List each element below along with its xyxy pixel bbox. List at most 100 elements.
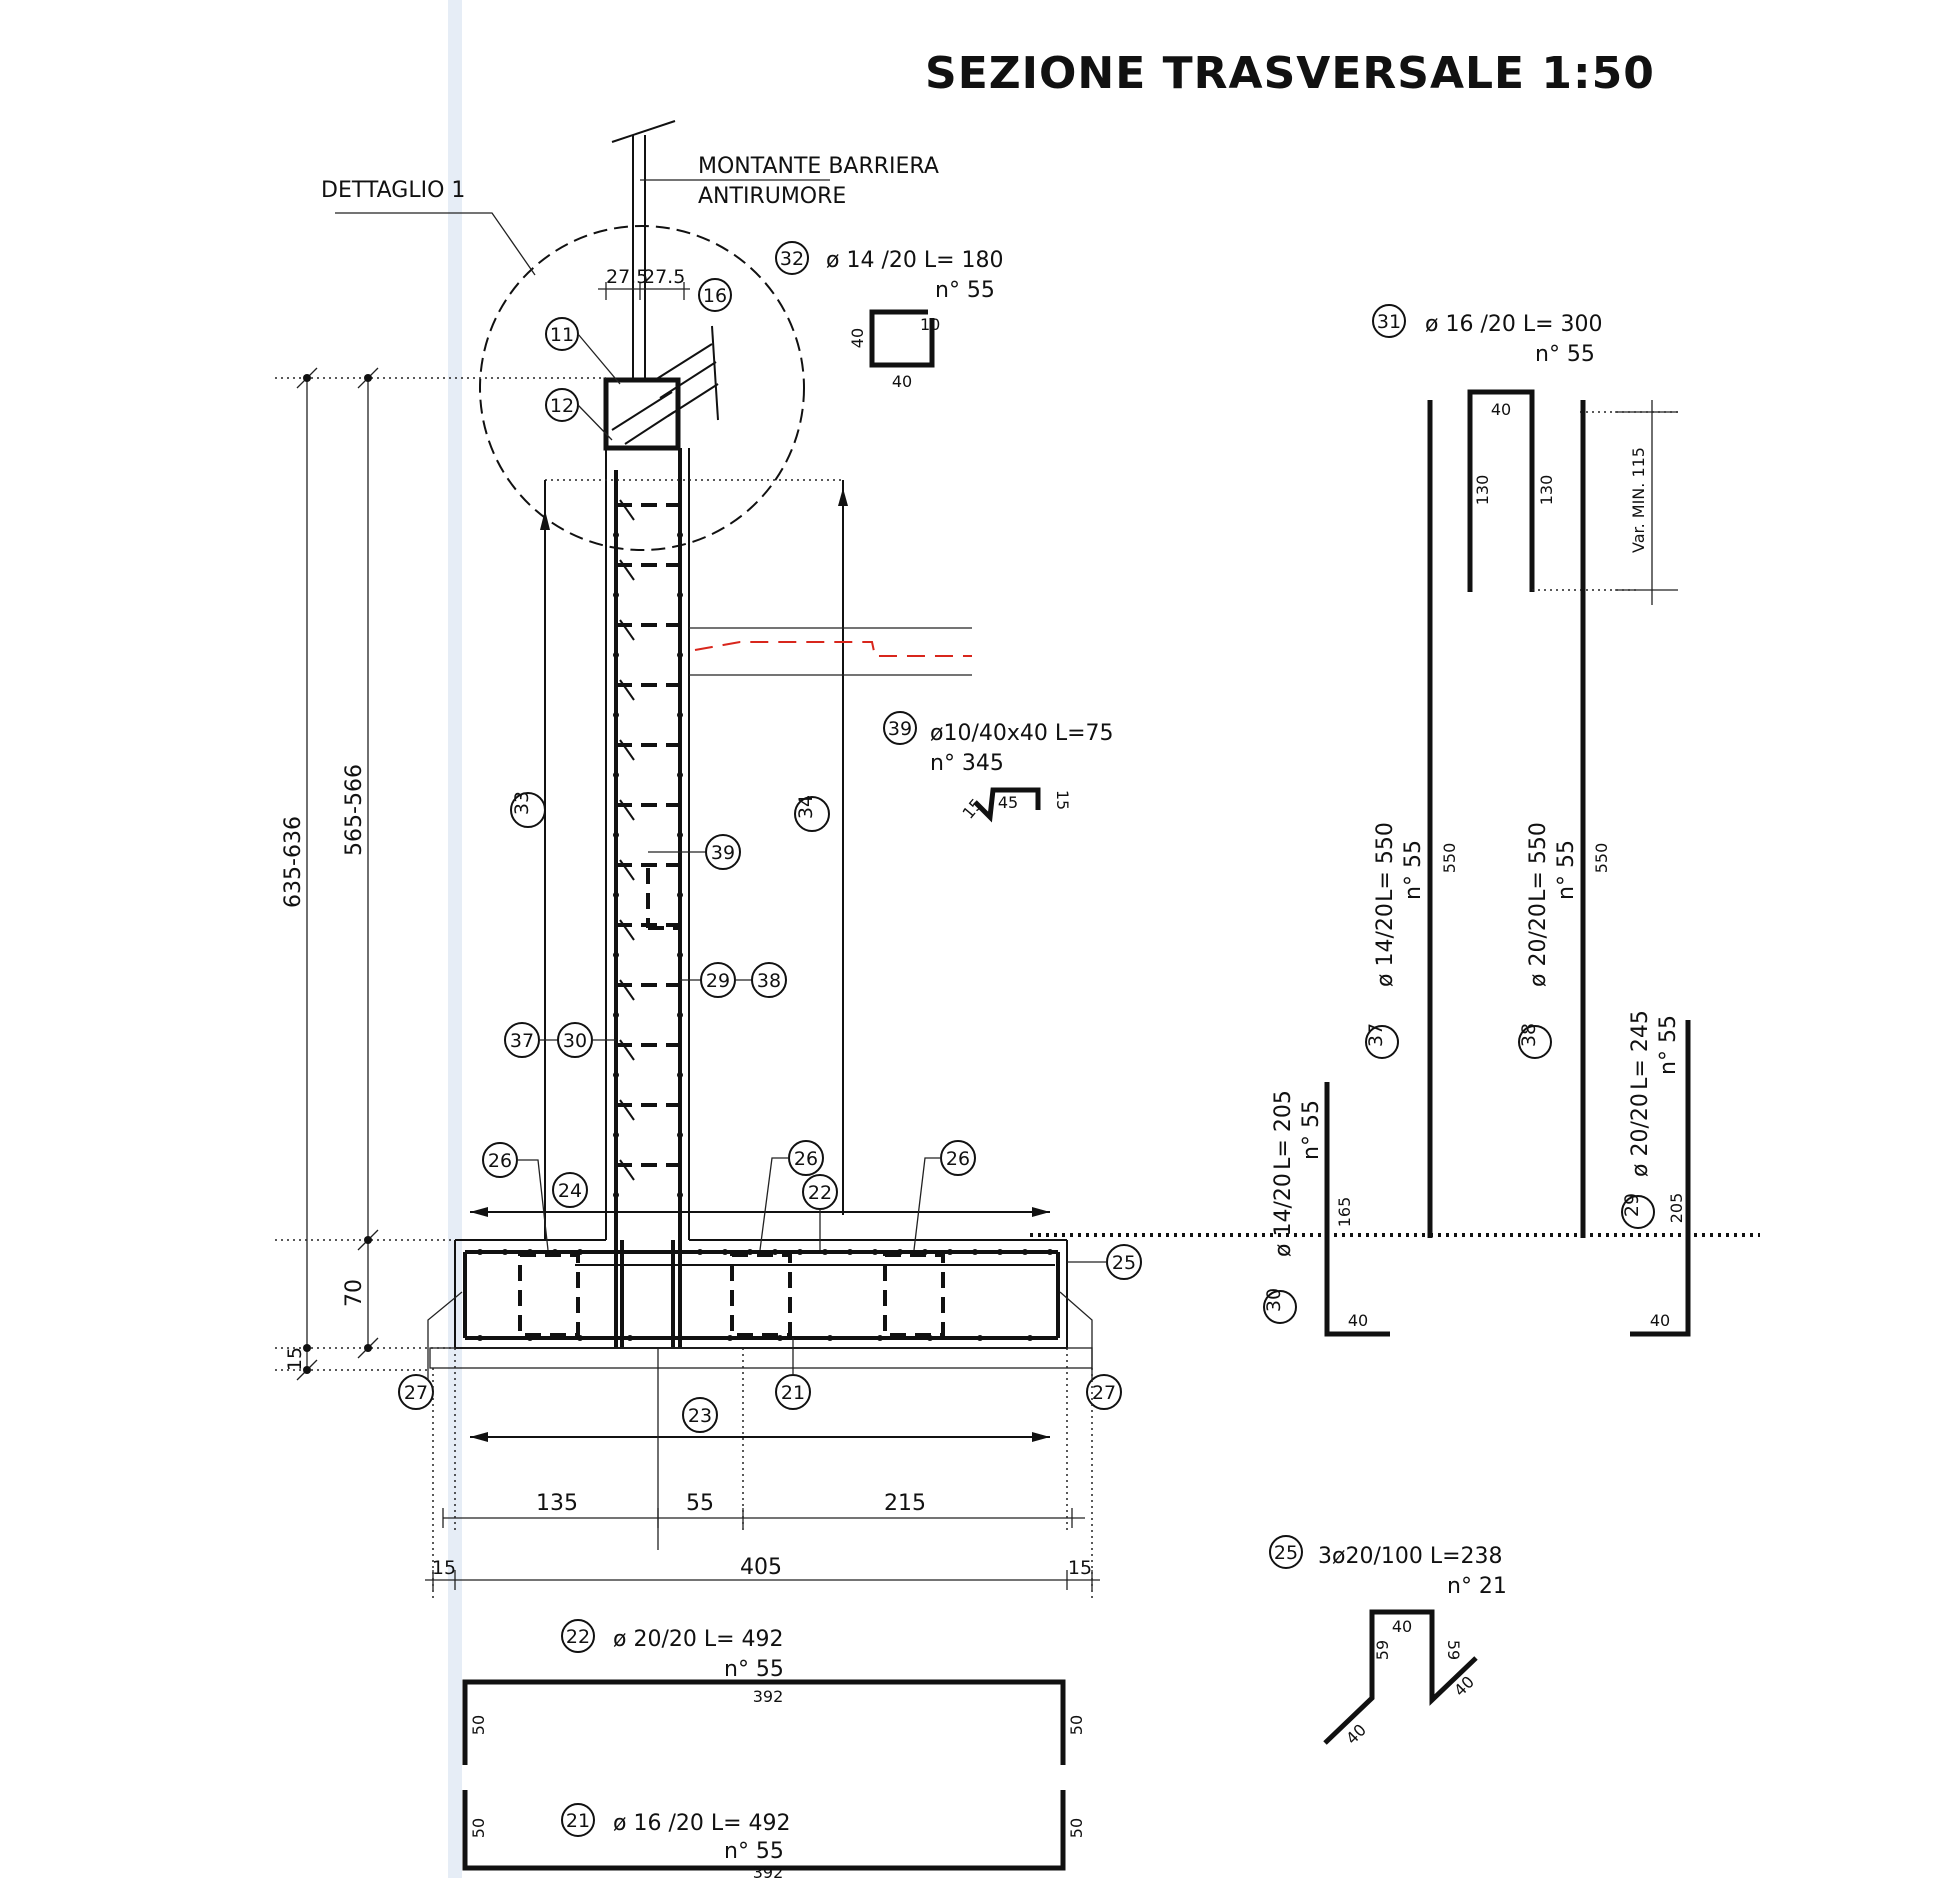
bar-32-side: 40 <box>848 328 867 348</box>
bar-38-spec: ø 20/20 <box>1526 903 1551 987</box>
callout-16: 16 <box>703 285 727 307</box>
bar-39-num: 39 <box>888 718 912 740</box>
dim-width-15-right: 15 <box>1068 1557 1092 1579</box>
bar-30-length: L= 205 <box>1271 1090 1296 1170</box>
bar-22-right: 50 <box>1067 1715 1086 1735</box>
bar-38-length-dim: 550 <box>1592 843 1611 874</box>
bar-29-foot: 40 <box>1650 1311 1670 1330</box>
barrier-post-label-2: ANTIRUMORE <box>698 184 846 209</box>
bar-29-length-dim: 205 <box>1667 1193 1686 1224</box>
bar-21-spec: ø 16 /20 L= 492 <box>613 1811 791 1836</box>
bar-37-length-dim: 550 <box>1440 843 1459 874</box>
bar-21-left: 50 <box>469 1818 488 1838</box>
detail-1: DETTAGLIO 1 MONTANTE BARRIERA ANTIRUMORE… <box>321 120 939 551</box>
bar-38-shape: 550 38 ø 20/20 L= 550 n° 55 <box>1518 400 1611 1238</box>
callout-27-left: 27 <box>404 1382 428 1404</box>
bar-39-shape: 39 ø10/40x40 L=75 n° 345 15 45 15 <box>883 711 1114 823</box>
callout-26-mid: 26 <box>794 1148 818 1170</box>
bar-25-left: 59 <box>1373 1640 1392 1660</box>
bar-25-shape: 25 3ø20/100 L=238 n° 21 40 59 59 40 40 <box>1269 1535 1507 1748</box>
bar-31-left: 130 <box>1473 475 1492 506</box>
bar-22-top-dim: 392 <box>753 1687 784 1706</box>
bar-25-num: 25 <box>1274 1542 1298 1564</box>
bar-21-num: 21 <box>566 1810 590 1832</box>
bar-22-num: 22 <box>566 1626 590 1648</box>
bar-22-count: n° 55 <box>724 1657 784 1682</box>
bar-22-shape: 22 ø 20/20 L= 492 n° 55 392 50 50 <box>462 1619 1086 1765</box>
bar-29-shape: 205 40 29 ø 20/20 L= 245 n° 55 <box>1621 1010 1691 1337</box>
callout-22: 22 <box>808 1182 832 1204</box>
dim-width-135: 135 <box>536 1491 578 1516</box>
bar-39-c: 15 <box>1053 790 1072 810</box>
dim-27-5-right: 27.5 <box>643 266 685 288</box>
wall-bar-dots <box>613 532 683 1198</box>
bar-22-left: 50 <box>469 1715 488 1735</box>
bar-39-b: 45 <box>998 793 1018 812</box>
callout-33: 33 <box>511 791 533 815</box>
bar-32-count: n° 55 <box>935 278 995 303</box>
bar-30-spec: ø 14/20 <box>1271 1173 1296 1257</box>
callout-24: 24 <box>558 1180 582 1202</box>
bar-30-shape: 165 40 30 ø 14/20 L= 205 n° 55 <box>1263 1082 1390 1337</box>
callout-29: 29 <box>706 970 730 992</box>
callout-39: 39 <box>711 842 735 864</box>
bar-38-count: n° 55 <box>1554 840 1579 900</box>
stirrup-26-a <box>518 1253 580 1337</box>
stirrup-26-b <box>730 1253 792 1337</box>
bar-31-count: n° 55 <box>1535 342 1595 367</box>
bar-29-count: n° 55 <box>1656 1015 1681 1075</box>
bar-30-num: 30 <box>1263 1288 1285 1312</box>
callout-12: 12 <box>550 395 574 417</box>
bar-31-shape: 31 ø 16 /20 L= 300 n° 55 40 130 130 Var.… <box>1372 304 1678 605</box>
bar-29-spec: ø 20/20 <box>1628 1093 1653 1177</box>
anchor-plate <box>603 377 681 451</box>
dim-total-height: 635-636 <box>281 816 306 908</box>
bar-38-length: L= 550 <box>1526 822 1551 902</box>
bar-21-right: 50 <box>1067 1818 1086 1838</box>
bar-32-shape: 32 ø 14 /20 L= 180 n° 55 10 40 40 <box>775 241 1004 391</box>
bar-29-num: 29 <box>1621 1193 1643 1217</box>
bar-37-shape: 550 37 ø 14/20 L= 550 n° 55 <box>1365 400 1459 1238</box>
bar-39-spec: ø10/40x40 L=75 <box>930 721 1114 746</box>
callout-27-right: 27 <box>1092 1382 1116 1404</box>
dim-width-15-left: 15 <box>432 1557 456 1579</box>
callout-26-left: 26 <box>488 1150 512 1172</box>
bar-31-num: 31 <box>1377 311 1401 333</box>
bar-39-a: 15 <box>959 795 987 823</box>
detail-1-leader <box>335 212 536 276</box>
bar-31-spec: ø 16 /20 L= 300 <box>1425 312 1603 337</box>
callout-21: 21 <box>781 1382 805 1404</box>
bar-37-spec: ø 14/20 <box>1373 903 1398 987</box>
bar-25-count: n° 21 <box>1447 1574 1507 1599</box>
drawing-title: SEZIONE TRASVERSALE 1:50 <box>925 48 1655 99</box>
road-surface-line <box>694 641 972 657</box>
bar-31-var: Var. MIN. 115 <box>1629 447 1648 553</box>
dim-27-5-left: 27.5 <box>606 266 648 288</box>
callout-23: 23 <box>688 1405 712 1427</box>
callout-38: 38 <box>757 970 781 992</box>
bar-25-top: 40 <box>1392 1617 1412 1636</box>
bar-37-num: 37 <box>1365 1023 1387 1047</box>
bar-37-count: n° 55 <box>1401 840 1426 900</box>
paper-fold <box>448 0 462 1878</box>
bar-25-spec: 3ø20/100 L=238 <box>1318 1544 1503 1569</box>
callout-37: 37 <box>510 1030 534 1052</box>
bar-21-bottom-dim: 392 <box>753 1863 784 1878</box>
bar-30-length-dim: 165 <box>1335 1197 1354 1228</box>
bar-21-shape: 21 ø 16 /20 L= 492 n° 55 392 50 50 <box>462 1790 1086 1878</box>
bar-39-count: n° 345 <box>930 751 1004 776</box>
callout-34: 34 <box>795 795 817 819</box>
dim-lean-height: 15 <box>284 1347 306 1371</box>
bar-38-num: 38 <box>1518 1023 1540 1047</box>
bar-32-spec: ø 14 /20 L= 180 <box>826 248 1004 273</box>
wall-stirrups <box>616 499 680 1181</box>
callout-11: 11 <box>550 324 574 346</box>
wall-section: 33 34 39 29 38 37 30 <box>504 448 972 1348</box>
bar-30-count: n° 55 <box>1299 1100 1324 1160</box>
bar-22-spec: ø 20/20 L= 492 <box>613 1627 784 1652</box>
stirrup-26-c <box>883 1253 945 1337</box>
bar-32-bottom: 40 <box>892 372 912 391</box>
dimensions: 635-636 565-566 70 15 135 55 215 15 405 … <box>275 367 1100 1600</box>
dim-foundation-height: 70 <box>342 1279 367 1307</box>
